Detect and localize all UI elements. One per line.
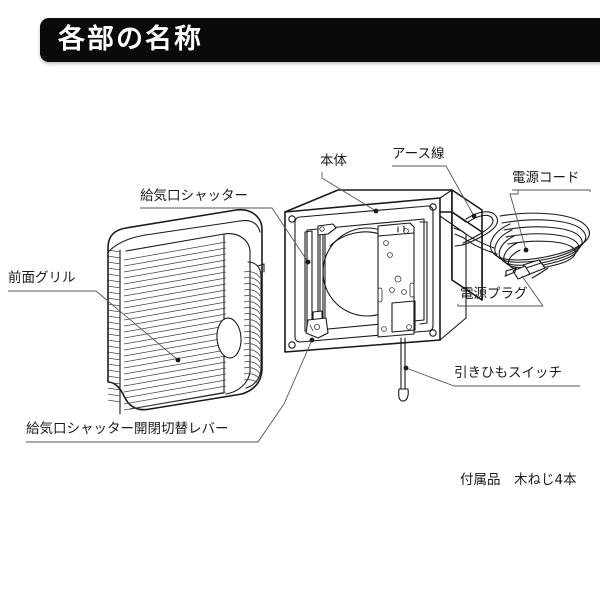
leader-dot [471, 213, 477, 219]
flange-screw-hole [288, 215, 296, 223]
label-pull-switch: 引きひもスイッチ [454, 365, 562, 381]
label-accessories: 付属品 木ねじ4本 [460, 472, 577, 488]
grille-finger-recess [216, 317, 242, 359]
leader-dot [523, 247, 529, 253]
grille-louvers [123, 241, 227, 411]
leader-dot [373, 208, 379, 214]
power-plug [504, 259, 546, 280]
title-banner [40, 18, 600, 62]
pull-switch-cord [398, 337, 409, 402]
page-title: 各部の名称 [58, 24, 203, 55]
label-shutter-lever: 給気口シャッター開閉切替レバー [26, 421, 229, 437]
label-power-cord: 電源コード [512, 170, 580, 186]
leader-dot [309, 337, 315, 343]
label-main-body: 本体 [320, 153, 347, 169]
left-vent-lines [108, 249, 120, 403]
power-cord-coil [453, 212, 590, 279]
flange-screw-hole [429, 329, 437, 337]
flange-screw-hole [429, 203, 437, 211]
flange-screw-hole [288, 341, 296, 349]
leader-lines [8, 165, 591, 443]
label-earth-wire: アース線 [392, 146, 445, 162]
label-power-plug: 電源プラグ [460, 286, 528, 302]
label-front-grille: 前面グリル [8, 270, 76, 286]
earth-wire [454, 211, 499, 247]
leader-dot [403, 365, 409, 371]
right-side-vent-lines [243, 271, 261, 387]
leader-dot [305, 259, 311, 265]
leader-dot [175, 357, 181, 363]
front-grille-part [107, 208, 265, 415]
label-intake-shutter: 給気口シャッター [140, 188, 248, 204]
shutter-lever-knob [305, 310, 329, 339]
